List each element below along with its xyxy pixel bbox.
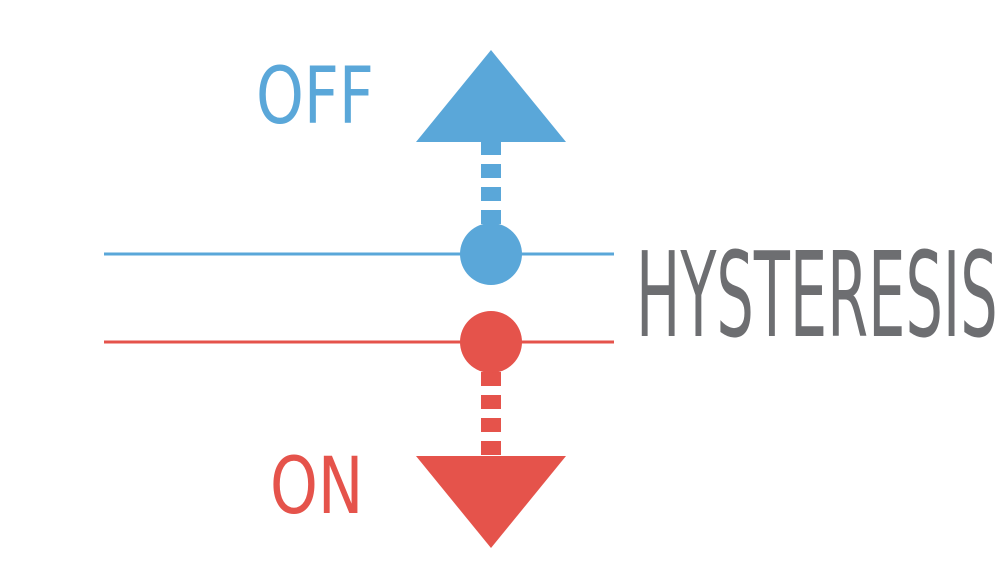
off-label: OFF xyxy=(256,52,374,142)
hysteresis-label: HYSTERESIS xyxy=(636,226,998,364)
on-label: ON xyxy=(270,442,364,532)
arrow-up-icon xyxy=(416,50,566,142)
arrow-down-icon xyxy=(416,456,566,548)
on-point-marker xyxy=(460,311,522,373)
off-point-marker xyxy=(460,223,522,285)
